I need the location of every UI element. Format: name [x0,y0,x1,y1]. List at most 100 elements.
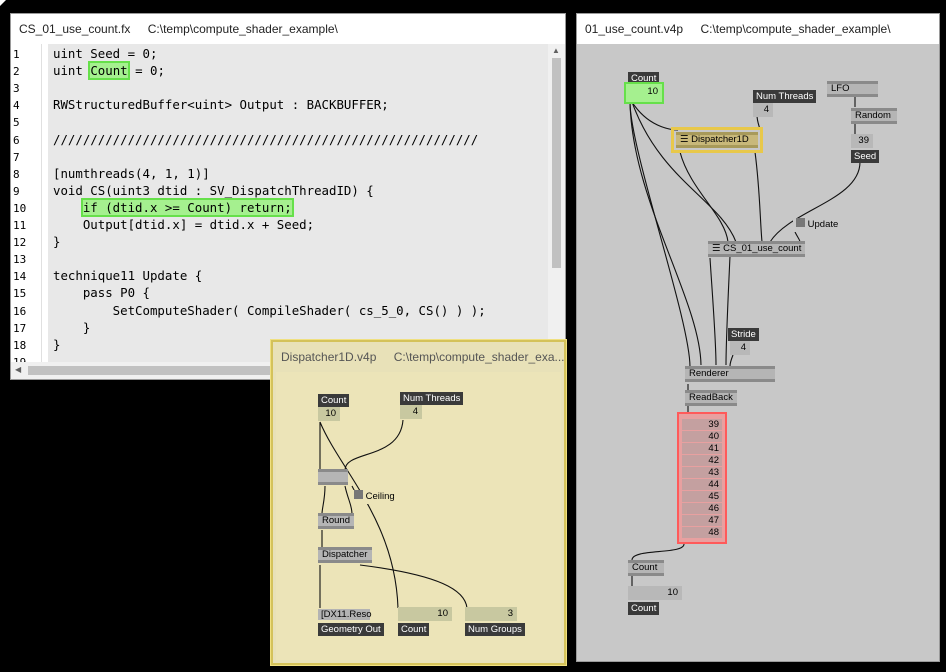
cs-shader-label: CS_01_use_count [723,243,802,254]
toggle-triangle-icon [796,218,805,227]
ceiling-label: Ceiling [365,491,395,502]
wire [359,564,468,609]
wire [629,101,691,368]
round-node[interactable]: Round [318,513,354,529]
disp-num-threads-box[interactable]: 4 [400,405,422,419]
spread-cell[interactable]: 42 [682,455,722,466]
dispatcher-node[interactable]: Dispatcher [318,547,372,563]
code-window-titlebar[interactable]: CS_01_use_count.fx C:\temp\compute_shade… [11,14,565,44]
code-area[interactable]: 12345678910111213141516171819 uint Seed … [11,44,548,362]
line-number: 15 [13,287,27,301]
count-input-box[interactable]: 10 [624,82,664,104]
line-number: 5 [13,116,20,130]
main-patch-title: 01_use_count.v4p [585,22,684,36]
disp-num-threads-label: Num Threads [400,392,464,405]
scroll-up-icon[interactable]: ▲ [552,46,560,55]
update-toggle[interactable]: Update [793,218,842,232]
spread-cell[interactable]: 43 [682,467,722,478]
spread-cell[interactable]: 44 [682,479,722,490]
spread-cell[interactable]: 46 [682,503,722,514]
wire [709,257,717,366]
spread-cell[interactable]: 48 [682,527,722,538]
code-line[interactable]: pass P0 { [53,285,150,301]
line-number: 19 [13,356,26,362]
wire [725,255,731,366]
random-node[interactable]: Random [851,108,897,124]
code-line[interactable]: } [53,336,61,352]
code-line[interactable]: RWStructuredBuffer<uint> Output : BACKBU… [53,97,389,113]
wire [679,151,729,243]
line-number: 17 [13,321,27,335]
list-icon: ☰ [680,134,692,145]
vertical-scrollbar[interactable]: ▲ [548,44,565,362]
code-editor-window[interactable]: CS_01_use_count.fx C:\temp\compute_shade… [10,13,566,380]
line-number: 1 [13,48,20,61]
code-line[interactable]: ////////////////////////////////////////… [53,131,479,147]
dispatcher-patch-title: Dispatcher1D.v4p [281,350,377,364]
divide-node[interactable] [318,469,348,485]
ceiling-toggle[interactable]: Ceiling [351,490,398,504]
line-number: 8 [13,167,20,181]
code-line[interactable]: uint Count = 0; [53,61,165,81]
wire [631,101,679,131]
count-output-value[interactable]: 10 [628,586,682,600]
vertical-scroll-thumb[interactable] [552,58,561,268]
spread-cell[interactable]: 47 [682,515,722,526]
main-patch-titlebar[interactable]: 01_use_count.v4p C:\temp\compute_shader_… [577,14,939,44]
dispatcher1d-label: Dispatcher1D [691,134,749,145]
line-number: 6 [13,133,20,147]
code-line[interactable]: SetComputeShader( CompileShader( cs_5_0,… [53,302,486,318]
code-line[interactable]: Output[dtid.x] = dtid.x + Seed; [53,217,315,232]
geometry-out-label: Geometry Out [318,623,384,636]
disp-count-label: Count [318,394,350,407]
horizontal-scroll-thumb[interactable] [28,366,278,375]
code-line[interactable]: [numthreads(4, 1, 1)] [53,165,210,181]
line-number: 4 [13,99,20,113]
wire [754,151,763,243]
highlighted-return-line: if (dtid.x >= Count) return; [80,197,294,217]
renderer-node[interactable]: Renderer [685,366,775,382]
code-line[interactable]: } [53,234,61,250]
line-number: 3 [13,82,20,96]
code-line[interactable]: } [53,319,91,335]
line-number: 11 [13,219,27,232]
dispatcher-patch-titlebar[interactable]: Dispatcher1D.v4p C:\temp\compute_shader_… [273,342,564,372]
main-patch-path: C:\temp\compute_shader_example\ [700,22,891,36]
code-line[interactable]: uint Seed = 0; [53,46,158,61]
list-icon: ☰ [712,243,724,254]
count-output-label: Count [628,602,660,615]
spread-cell[interactable]: 45 [682,491,722,502]
highlighted-count-token: Count [88,61,130,81]
wire [729,354,734,367]
scroll-left-icon[interactable]: ◀ [15,365,22,374]
spread-cell[interactable]: 41 [682,443,722,454]
seed-value-box[interactable]: 39 [851,134,873,148]
disp-count-out-value[interactable]: 10 [398,607,452,621]
num-groups-value[interactable]: 3 [465,607,517,621]
dx11-resource-io[interactable]: [DX11.Reso [318,609,372,620]
code-window-title: CS_01_use_count.fx [19,22,131,36]
wire [631,543,685,561]
stride-box[interactable]: 4 [730,341,750,355]
count-output-node[interactable]: Count [628,560,664,576]
line-number: 13 [13,253,27,267]
num-threads-box[interactable]: 4 [753,103,773,117]
disp-count-box[interactable]: 10 [318,407,340,421]
code-line[interactable]: technique11 Update { [53,268,203,284]
line-number: 18 [13,338,27,352]
cs-shader-node[interactable]: ☰ CS_01_use_count [708,241,805,257]
wire [321,485,326,515]
code-line[interactable]: if (dtid.x >= Count) return; [53,197,294,217]
num-groups-label: Num Groups [465,623,525,636]
lfo-node[interactable]: LFO [827,81,878,97]
dispatcher1d-node[interactable]: ☰ Dispatcher1D [671,127,763,153]
spread-cell[interactable]: 40 [682,431,722,442]
spread-cell[interactable]: 39 [682,419,722,430]
code-line[interactable]: void CS(uint3 dtid : SV_DispatchThreadID… [53,182,374,198]
readback-node[interactable]: ReadBack [685,390,737,406]
line-number-gutter: 12345678910111213141516171819 [11,44,42,362]
mouse-cursor-icon [0,0,6,6]
